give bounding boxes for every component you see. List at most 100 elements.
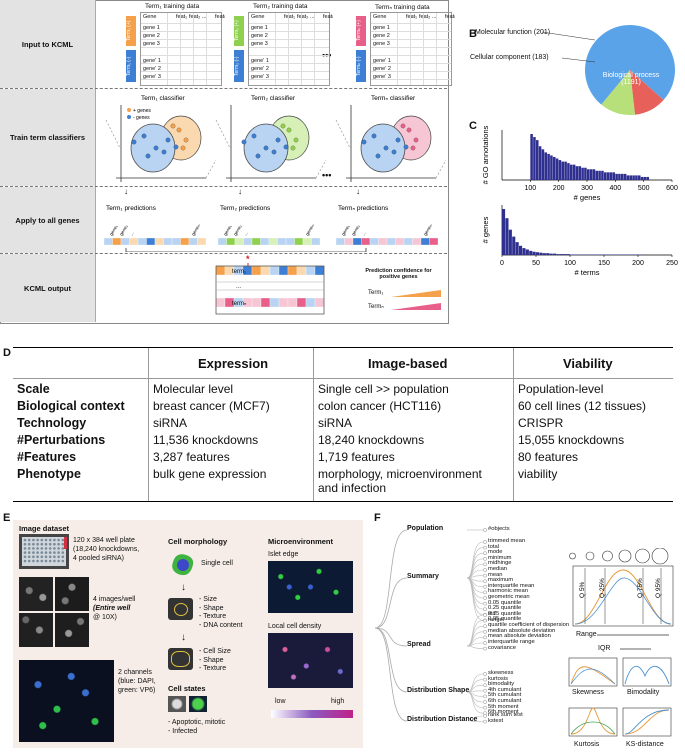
- well: [36, 559, 39, 563]
- divider: [0, 88, 447, 89]
- term-negative-bar: Termₙ (-): [356, 50, 366, 82]
- grid-line: [141, 71, 221, 72]
- grid-line: [167, 13, 168, 85]
- row-label-input: Input to KCML: [0, 0, 96, 88]
- histogram-bar: [598, 170, 601, 180]
- well: [48, 538, 52, 542]
- group-distribution-shape: Distribution Shape: [407, 687, 470, 694]
- gene-column-label: geneₘ: [191, 223, 202, 237]
- term-positive-bar: Term₁ (+): [126, 16, 136, 46]
- feature-item: 6th cumulant: [488, 698, 522, 704]
- arrow-down-icon: ↓: [356, 188, 360, 196]
- prediction-cell: [188, 237, 198, 246]
- gene-dot: [180, 145, 186, 151]
- gene-column-label: gene₂: [351, 224, 361, 237]
- prediction-cell: [243, 237, 253, 246]
- histogram-bar: [532, 251, 536, 255]
- well: [61, 538, 65, 542]
- tree-node: [483, 584, 487, 589]
- images-text-1: 4 images/well: [93, 596, 136, 603]
- gene-dot: [361, 139, 367, 145]
- feature-item: kurtosis: [488, 675, 508, 682]
- grid-line: [249, 55, 329, 56]
- prediction-title: Term₁ predictions: [106, 205, 157, 212]
- confidence-title: Prediction confidence for positive genes: [365, 268, 432, 280]
- tree-leaf-branch: [466, 691, 484, 703]
- well: [61, 542, 65, 546]
- well: [27, 551, 31, 554]
- local-density-image: [268, 633, 353, 688]
- histogram-bar: [555, 158, 559, 180]
- table-cell: Molecular level: [153, 382, 234, 396]
- histogram-bar: [646, 176, 650, 180]
- tree-node: [483, 694, 487, 699]
- histogram-bar: [559, 254, 563, 255]
- confidence-ramp-term1: [391, 290, 441, 297]
- gene-cell: gene 2: [251, 33, 268, 39]
- quantile-label: Q 25%: [599, 578, 606, 598]
- morph1-item-2: - Shape: [199, 604, 224, 612]
- gene-column-label: ...: [243, 231, 249, 237]
- well-plate-image: [19, 534, 69, 569]
- divider: [0, 253, 447, 254]
- prediction-cell: [146, 237, 156, 246]
- prediction-cell: [217, 237, 227, 246]
- output-row-term1: term₁: [232, 269, 247, 275]
- table-header-cell: feat₂: [419, 14, 431, 20]
- quantile-label: Q 5%: [579, 582, 586, 598]
- gene-dot: [406, 127, 412, 133]
- histogram-bar: [621, 173, 624, 180]
- single-cell-label: Single cell: [201, 560, 233, 567]
- row-label-train: Train term classifiers: [0, 89, 96, 186]
- gene-dot: [395, 137, 401, 143]
- table-header-cell: ...: [432, 14, 437, 20]
- grid-line: [397, 13, 398, 85]
- well: [32, 547, 35, 550]
- projection-line: [105, 119, 122, 151]
- gene-dot: [271, 149, 277, 155]
- tree-node: [483, 590, 487, 595]
- panel-b-pie-chart: [541, 25, 675, 115]
- output-cell: [269, 265, 280, 276]
- well: [53, 559, 56, 563]
- panel-f-feature-tree: [375, 528, 487, 724]
- group-spread: Spread: [407, 641, 431, 648]
- histogram-bar: [549, 253, 553, 255]
- histogram-bar: [638, 175, 641, 180]
- merge-bracket: [125, 248, 367, 252]
- tree-node: [483, 646, 487, 651]
- feature-item: mode: [488, 549, 503, 556]
- gene-dot: [383, 145, 389, 151]
- gene-column-label: gene₂: [233, 224, 243, 237]
- tree-node: [483, 540, 487, 544]
- projection-line: [205, 159, 217, 179]
- gene-column-label: ...: [129, 231, 135, 237]
- channels-text-3: green: VP6): [118, 687, 156, 694]
- histogram-bar: [522, 248, 526, 255]
- tree-node: [483, 672, 487, 676]
- output-cell: [296, 297, 307, 308]
- arrow-down-icon: ↓: [181, 582, 186, 593]
- tree-branch: [375, 627, 408, 722]
- grid-line: [249, 47, 329, 48]
- feature-item: 5th cumulant: [488, 692, 522, 699]
- pie-slice-biological-process: [585, 25, 675, 105]
- prediction-cell: [129, 237, 139, 246]
- feature-item: rank sum test: [488, 712, 523, 718]
- grid-line: [141, 23, 221, 24]
- histogram-bar: [615, 173, 618, 180]
- ks-cdf-curve: [624, 709, 670, 735]
- histogram-bar: [519, 245, 523, 255]
- x-tick-label: 300: [581, 185, 593, 192]
- well: [57, 542, 60, 546]
- gene-cell: gene' 2: [373, 66, 391, 72]
- arrow-down-icon: ↓: [238, 188, 242, 196]
- histogram-bar: [609, 172, 613, 180]
- output-cell: [278, 297, 289, 308]
- grid-line: [301, 13, 302, 85]
- feature-item: interquartile mean: [488, 582, 535, 589]
- prediction-cell: [412, 237, 422, 246]
- plate-text-1: 120 x 384 well plate: [73, 537, 135, 544]
